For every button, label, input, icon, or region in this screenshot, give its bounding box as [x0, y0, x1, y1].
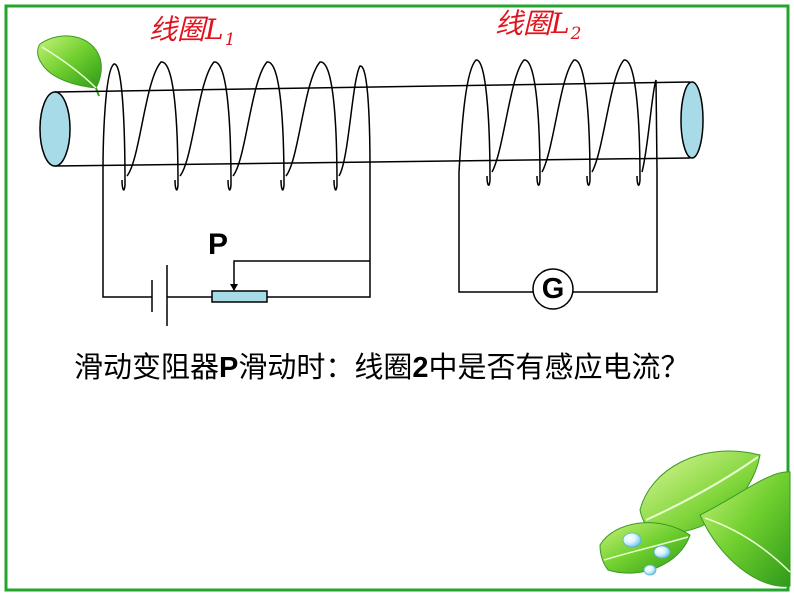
water-drop-icon: [622, 532, 642, 548]
galvanometer-label: G: [541, 273, 565, 305]
rheostat[interactable]: [211, 290, 268, 303]
battery: [151, 265, 168, 326]
circuit-primary: [102, 190, 371, 298]
water-drop-icon: [643, 564, 657, 576]
coil-l1-label: 线圈L1: [149, 16, 235, 49]
leaf-decoration-bottom-right: [599, 450, 791, 587]
slider-label: P: [208, 228, 229, 261]
question-part-3: 滑动时：线圈: [238, 350, 413, 384]
tube-right-end: [680, 81, 704, 159]
leaf-decoration-top-left: [37, 35, 102, 97]
question-part-1: 滑动变阻器: [74, 350, 220, 384]
coil-l1-label-letter: L: [205, 13, 224, 46]
coil-l2-label: 线圈L2: [495, 10, 581, 43]
coil-l1-label-prefix: 线圈: [149, 13, 206, 46]
slide-frame: [4, 4, 790, 592]
galvanometer: [532, 268, 574, 310]
slider-arrow: [230, 284, 238, 291]
coil-l2-label-letter: L: [551, 7, 570, 40]
water-drop-icon: [653, 545, 671, 559]
circuit-secondary: [458, 170, 658, 293]
question-text: 滑动变阻器P滑动时：线圈2中是否有感应电流？: [74, 346, 714, 390]
coil-l2: [458, 59, 658, 186]
coil-l2-label-prefix: 线圈: [495, 7, 552, 40]
coil-l1: [102, 61, 371, 191]
coil-l2-label-sub: 2: [570, 24, 582, 44]
question-part-4: 2: [412, 352, 429, 384]
tube-left-end: [39, 91, 71, 167]
coil-l1-label-sub: 1: [224, 30, 236, 50]
question-part-2: P: [219, 352, 239, 384]
question-part-5: 中是否有感应电流？: [428, 350, 690, 384]
glass-tube: [39, 81, 704, 167]
